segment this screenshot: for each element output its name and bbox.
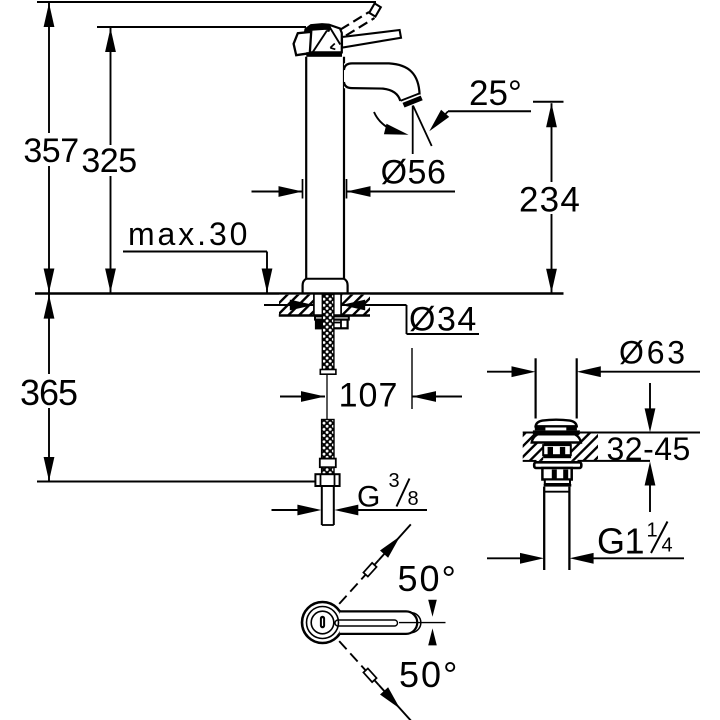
svg-text:50°: 50°	[399, 654, 459, 695]
svg-text:50°: 50°	[398, 558, 458, 599]
svg-text:4: 4	[662, 535, 673, 557]
svg-text:Ø56: Ø56	[381, 154, 447, 192]
svg-text:8: 8	[408, 488, 419, 510]
svg-text:25°: 25°	[469, 74, 522, 113]
svg-text:234: 234	[519, 181, 581, 220]
svg-text:107: 107	[339, 377, 399, 415]
svg-text:32-45: 32-45	[607, 431, 691, 467]
svg-text:365: 365	[20, 372, 77, 413]
svg-text:1: 1	[647, 520, 658, 542]
svg-text:max.30: max.30	[128, 216, 250, 252]
svg-text:325: 325	[81, 142, 136, 180]
svg-text:Ø34: Ø34	[409, 301, 478, 339]
svg-text:G: G	[357, 481, 380, 514]
svg-text:3: 3	[389, 470, 400, 492]
svg-text:Ø63: Ø63	[619, 335, 688, 371]
svg-text:357: 357	[23, 132, 78, 170]
svg-text:G1: G1	[597, 521, 644, 562]
